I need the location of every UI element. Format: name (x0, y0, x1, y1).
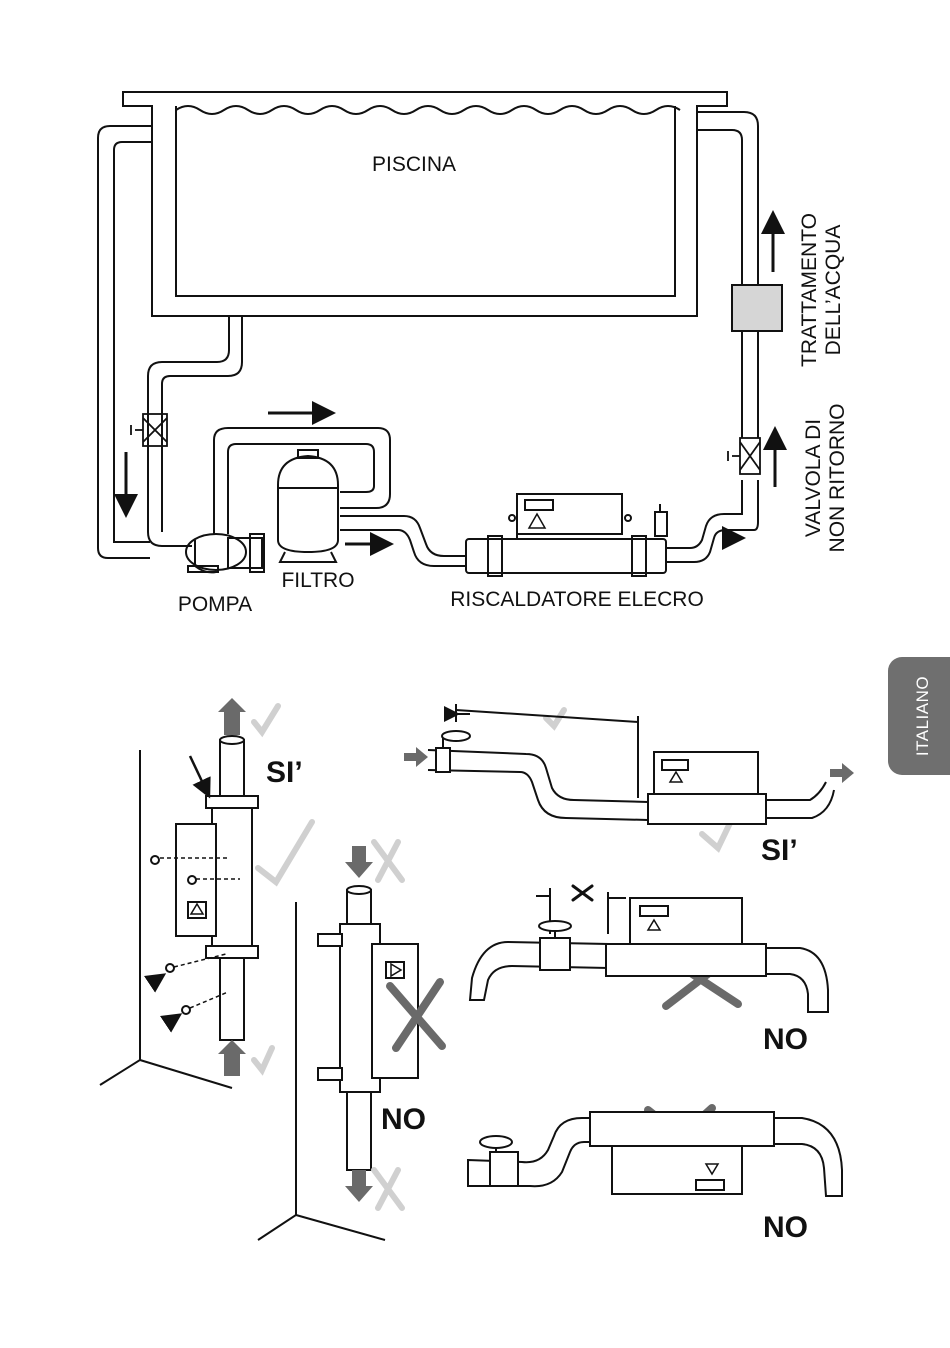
language-side-tab: ITALIANO (888, 657, 950, 775)
right-return-pipe (697, 112, 758, 285)
water-surface (176, 106, 680, 114)
water-treatment-label-1: TRATTAMENTO (798, 213, 821, 367)
filter-symbol (278, 450, 338, 562)
filter-to-heater-pipe (340, 516, 466, 556)
filter-label: FILTRO (281, 569, 354, 592)
pool-label: PISCINA (372, 153, 456, 176)
heater-label: RISCALDATORE ELECRO (450, 588, 704, 611)
language-tab-label: ITALIANO (913, 676, 933, 756)
horizontal-ok-illustration (428, 704, 834, 824)
horizontal-wrong-distance-illustration (470, 888, 828, 1012)
water-treatment-box (732, 285, 782, 331)
horizontal-ok-verdict: SI’ (761, 834, 798, 867)
heater-symbol (466, 494, 667, 576)
horizontal-wrong-verdict: NO (763, 1023, 808, 1056)
flow-arrows (126, 216, 775, 544)
vertical-ok-verdict: SI’ (266, 756, 303, 789)
check-valve-label-1: VALVOLA DI (802, 419, 825, 537)
pump-symbol (186, 534, 264, 572)
pool-basin (123, 92, 727, 316)
check-valve (728, 438, 760, 474)
horizontal-upside-down-verdict: NO (763, 1211, 808, 1244)
pump-label: POMPA (178, 593, 252, 616)
vertical-wrong-illustration (258, 886, 418, 1240)
horizontal-upside-down-illustration (468, 1112, 842, 1196)
vertical-wrong-verdict: NO (381, 1103, 426, 1136)
water-treatment-label-2: DELL’ACQUA (822, 225, 845, 356)
check-valve-label-2: NON RITORNO (826, 404, 849, 553)
vertical-ok-illustration (100, 736, 258, 1088)
